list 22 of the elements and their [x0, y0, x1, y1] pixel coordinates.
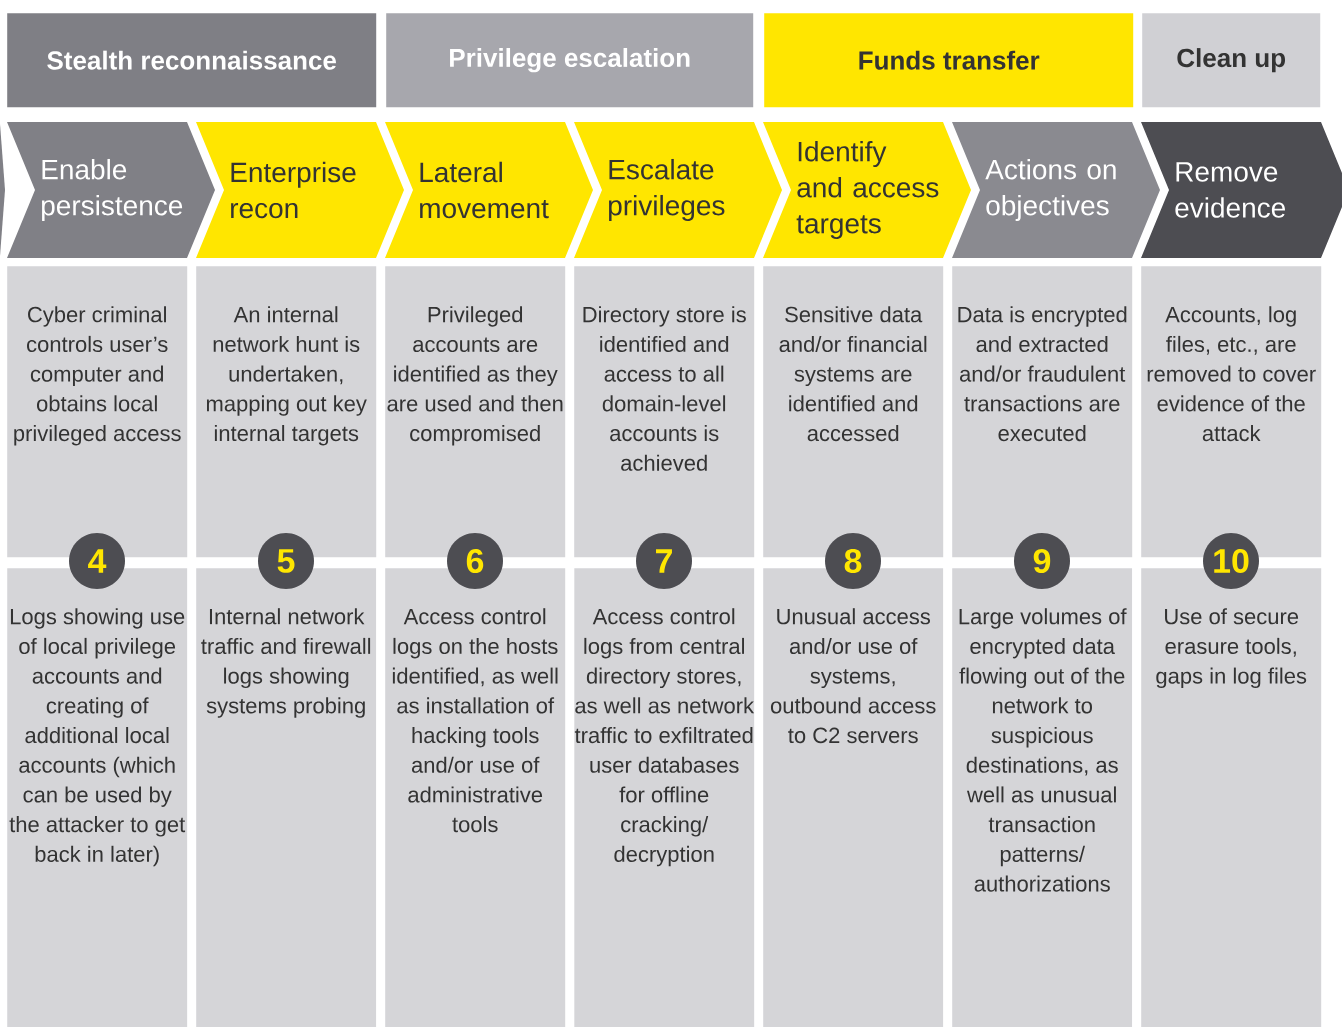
process-step: Identify and access targets [763, 122, 971, 258]
process-step: Enterprise recon [196, 122, 404, 258]
process-step: Remove evidence [1141, 122, 1342, 258]
process-step: Escalate privileges [574, 122, 782, 258]
node-label: Enterprise recon [231, 161, 356, 219]
node-label: Lateral movement [420, 161, 549, 219]
phase-header: Privilege escalation [386, 13, 754, 108]
process-step: Actions on objectives [952, 122, 1160, 258]
step-number: 8 [825, 533, 881, 589]
process-step: Enable persistence [7, 122, 215, 258]
step-number: 9 [1014, 533, 1070, 589]
step-number: 4 [69, 533, 125, 589]
step-number: 5 [258, 533, 314, 589]
step-number: 7 [636, 533, 692, 589]
step-number: 6 [447, 533, 503, 589]
phase-header: Clean up [1142, 13, 1321, 108]
step-number: 10 [1203, 533, 1259, 589]
process-step: Lateral movement [385, 122, 593, 258]
node-label: Identify and access targets [796, 140, 939, 240]
node-label: Escalate privileges [609, 158, 725, 222]
phase-header: Funds transfer [764, 13, 1134, 108]
phase-header: Stealth reconnaissance [7, 13, 377, 108]
